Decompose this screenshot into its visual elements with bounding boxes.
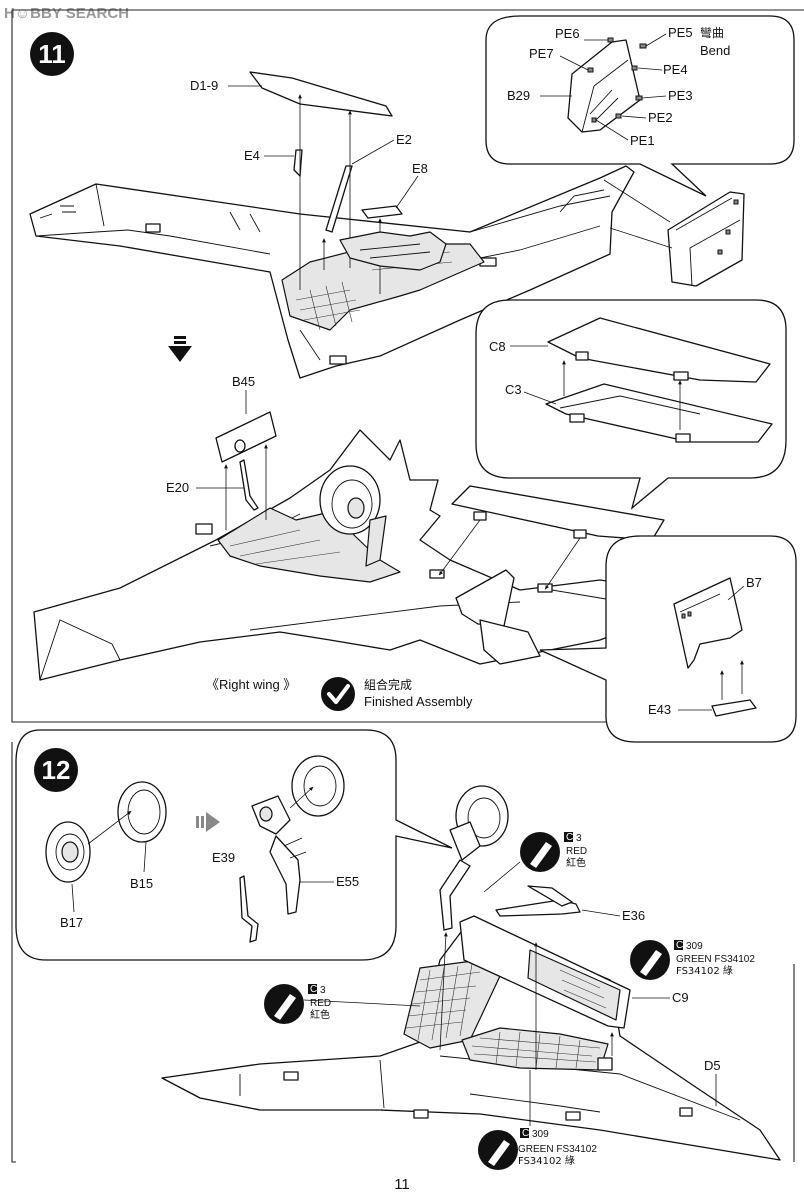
arrow-b17-b15 — [87, 810, 132, 845]
finished-en: Finished Assembly — [364, 694, 473, 709]
step11-frame — [11, 9, 804, 723]
paint-4-code: C — [522, 1128, 529, 1139]
part-c3 — [545, 383, 773, 443]
watermark-text: H☺BBY SEARCH — [4, 5, 129, 22]
cockpit-seat-detail — [339, 231, 447, 271]
assembly-arrows-step12 — [439, 932, 614, 1070]
paint-callout-red-2: C 3 RED 紅色 — [264, 984, 421, 1024]
label-pe3: PE3 — [668, 88, 693, 103]
b7-e43-detail-bubble: B7 E43 — [539, 535, 797, 743]
paint-1-name: RED — [566, 846, 587, 857]
label-c9: C9 — [672, 990, 689, 1005]
paint-3-num: 3 — [320, 985, 326, 996]
label-b15: B15 — [130, 876, 153, 891]
part-e20: E20 — [166, 459, 259, 511]
right-wing-label: 《Right wing 》 — [206, 677, 296, 692]
part-e8: E8 — [361, 161, 428, 219]
paint-2-cn: FS34102 綠 — [676, 965, 733, 977]
label-bend-en: Bend — [700, 43, 730, 58]
label-e43: E43 — [648, 702, 671, 717]
paint-2-num: 309 — [686, 941, 703, 952]
paint-1-num: 3 — [576, 833, 582, 844]
paint-1-code: C — [566, 832, 573, 843]
leader-bracket-2 — [609, 227, 673, 249]
paint-callout-red-1: C 3 RED 紅色 — [483, 832, 587, 893]
label-e36: E36 — [622, 908, 645, 923]
step-12-number: 12 — [42, 755, 71, 785]
paint-4-num: 309 — [532, 1129, 549, 1140]
label-pe1: PE1 — [630, 133, 655, 148]
main-wheel-installed — [319, 465, 387, 567]
part-e4: E4 — [244, 148, 303, 177]
label-b7: B7 — [746, 575, 762, 590]
paint-4-name: GREEN FS34102 — [518, 1144, 597, 1155]
leader-bracket-1 — [603, 179, 671, 223]
label-b17: B17 — [60, 915, 83, 930]
finished-cn: 組合完成 — [364, 677, 412, 692]
label-pe2: PE2 — [648, 110, 673, 125]
label-e20: E20 — [166, 480, 189, 495]
paint-2-name: GREEN FS34102 — [676, 954, 755, 965]
right-arrow-icon — [196, 812, 220, 832]
paint-callout-green-1: C 309 GREEN FS34102 FS34102 綠 — [630, 940, 755, 980]
b29-bracket-installed — [667, 191, 745, 287]
paint-3-code: C — [310, 984, 317, 995]
part-b45: B45 — [215, 374, 277, 463]
part-e43 — [711, 699, 757, 717]
step12-frame — [11, 742, 795, 1163]
assembly-arrows-b45 — [224, 444, 268, 530]
label-d1-9: D1-9 — [190, 78, 218, 93]
label-bend-cn: 彎曲 — [700, 25, 724, 40]
label-c8: C8 — [489, 339, 506, 354]
paint-3-name: RED — [310, 998, 331, 1009]
label-e39: E39 — [212, 850, 235, 865]
pe-detail-bubble: PE6 PE7 B29 PE5 彎曲 Bend PE4 PE3 PE2 PE1 — [485, 15, 795, 197]
check-icon — [321, 677, 355, 711]
paint-2-code: C — [676, 940, 683, 951]
paint-callout-green-2: C 309 GREEN FS34102 FS34102 綠 — [478, 1070, 597, 1170]
label-e8: E8 — [412, 161, 428, 176]
part-e2: E2 — [325, 132, 412, 233]
step-11-number: 11 — [38, 39, 66, 69]
label-e4: E4 — [244, 148, 260, 163]
wing-assembly-step12 — [161, 785, 781, 1161]
c8-c3-detail-bubble: C8 C3 — [475, 299, 787, 510]
part-d1-9: D1-9 — [190, 71, 393, 117]
part-b7 — [673, 577, 743, 669]
wing-assembly-upper — [29, 165, 635, 379]
label-b29: B29 — [507, 88, 530, 103]
part-b15: B15 — [117, 781, 167, 891]
hobbysearch-watermark: H☺BBY SEARCH — [4, 5, 129, 22]
landing-gear-detail — [251, 755, 345, 915]
finished-assembly-note: 《Right wing 》 組合完成 Finished Assembly — [206, 677, 473, 711]
paint-1-cn: 紅色 — [566, 856, 586, 869]
label-e2: E2 — [396, 132, 412, 147]
label-pe4: PE4 — [663, 62, 688, 77]
wing-assembly-lower — [33, 429, 667, 681]
step-12-badge: 12 — [34, 748, 78, 792]
part-e39: E39 — [212, 850, 259, 943]
paint-4-cn: FS34102 綠 — [518, 1155, 575, 1167]
label-pe6: PE6 — [555, 26, 580, 41]
label-e55: E55 — [336, 874, 359, 889]
page-number: 11 — [394, 1176, 410, 1193]
paint-3-cn: 紅色 — [310, 1008, 330, 1021]
label-pe5: PE5 — [668, 25, 693, 40]
c8-panel-installed — [438, 485, 665, 590]
down-arrow-icon — [168, 336, 192, 362]
label-b45: B45 — [232, 374, 255, 389]
part-b17: B17 — [45, 821, 91, 930]
step-11-badge: 11 — [30, 32, 74, 76]
label-c3: C3 — [505, 382, 522, 397]
label-d5: D5 — [704, 1058, 721, 1073]
label-pe7: PE7 — [529, 46, 554, 61]
part-e36: E36 — [495, 885, 645, 923]
part-e55: E55 — [300, 874, 359, 889]
